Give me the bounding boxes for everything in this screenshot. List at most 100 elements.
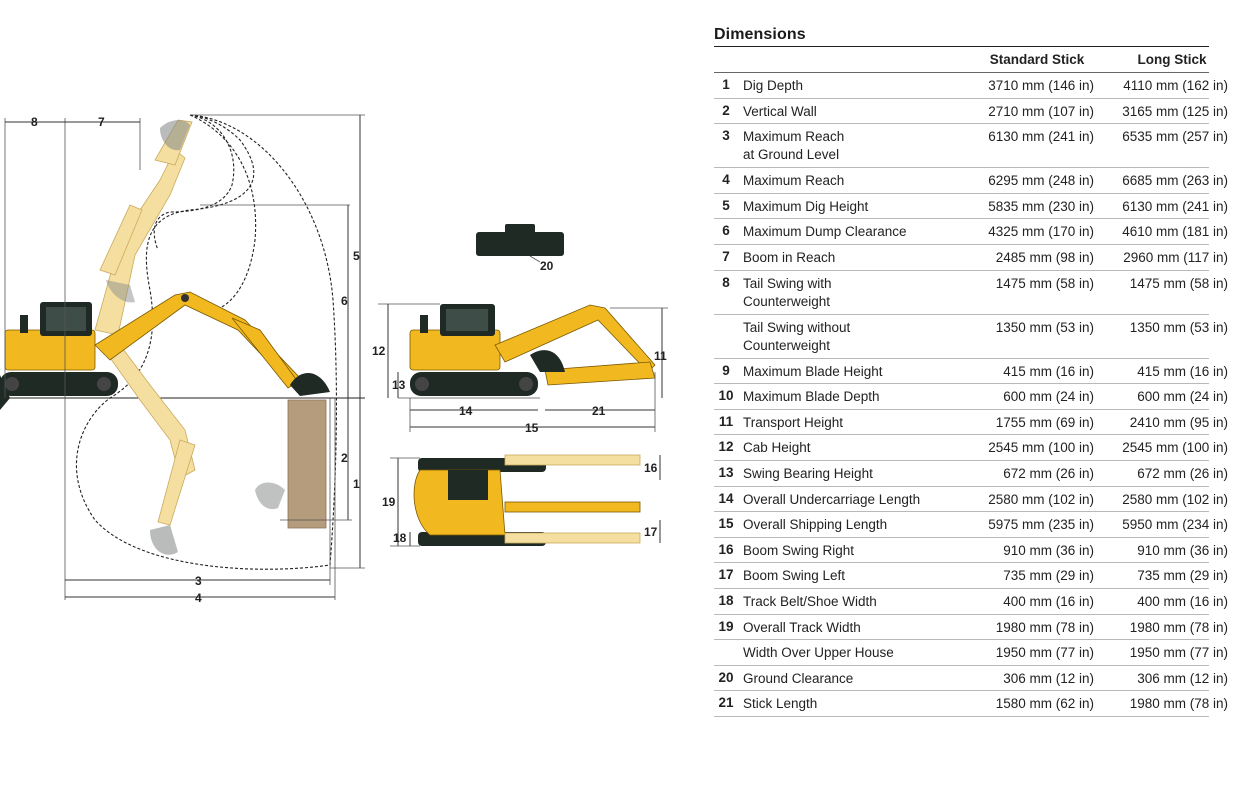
dim-label-13: 13 <box>392 378 406 392</box>
row-number: 3 <box>722 128 730 144</box>
row-standard-value: 306 mm (12 in) <box>1003 670 1094 686</box>
row-long-value: 1980 mm (78 in) <box>1129 696 1228 712</box>
row-label: Overall Undercarriage Length <box>743 491 921 507</box>
row-standard-value: 1950 mm (77 in) <box>995 645 1094 661</box>
dim-label-18: 18 <box>393 531 407 545</box>
row-label: Maximum Blade Height <box>743 363 883 379</box>
row-standard-value: 5835 mm (230 in) <box>988 198 1094 214</box>
row-standard-value: 400 mm (16 in) <box>1003 593 1094 609</box>
row-number: 5 <box>722 197 730 213</box>
row-standard-value: 1475 mm (58 in) <box>995 275 1094 291</box>
row-label: Overall Shipping Length <box>743 517 888 533</box>
row-label: Transport Height <box>743 414 844 430</box>
excavator-top-view <box>413 454 641 546</box>
excavator-side-view <box>0 291 330 410</box>
row-label: Ground Clearance <box>743 670 854 686</box>
row-long-value: 735 mm (29 in) <box>1137 568 1228 584</box>
row-standard-value: 910 mm (36 in) <box>1003 542 1094 558</box>
row-label: Maximum Reach <box>743 173 845 189</box>
row-long-value: 910 mm (36 in) <box>1137 542 1228 558</box>
row-number: 1 <box>722 77 730 92</box>
row-standard-value: 1980 mm (78 in) <box>995 619 1094 635</box>
excavator-transport-view <box>409 304 656 396</box>
header-long-stick: Long Stick <box>1137 52 1207 67</box>
dim-label-4: 4 <box>195 591 202 605</box>
row-standard-value: 1580 mm (62 in) <box>995 696 1094 712</box>
row-standard-value: 6295 mm (248 in) <box>988 173 1094 189</box>
row-standard-value: 1755 mm (69 in) <box>995 414 1094 430</box>
row-number: 12 <box>718 439 734 455</box>
transport-dimension-lines <box>378 303 668 432</box>
row-number <box>714 319 738 358</box>
row-long-value: 2545 mm (100 in) <box>1122 440 1228 456</box>
row-number: 9 <box>722 362 730 378</box>
row-standard-value: 5975 mm (235 in) <box>988 517 1094 533</box>
row-long-value: 1475 mm (58 in) <box>1129 275 1228 291</box>
row-label: Width Over Upper House <box>743 645 894 661</box>
row-long-value: 415 mm (16 in) <box>1137 363 1228 379</box>
row-number: 19 <box>718 618 734 634</box>
row-number: 13 <box>718 464 734 480</box>
row-long-value: 2580 mm (102 in) <box>1122 491 1228 507</box>
dim-label-2: 2 <box>341 451 348 465</box>
row-long-value: 1350 mm (53 in) <box>1129 319 1228 335</box>
reach-curve-inner <box>189 114 257 309</box>
dim-label-1: 1 <box>353 477 360 491</box>
soil-column <box>287 399 327 529</box>
row-number: 21 <box>718 695 734 711</box>
row-number: 2 <box>722 102 730 118</box>
row-long-value: 6685 mm (263 in) <box>1122 173 1228 189</box>
header-standard-stick: Standard Stick <box>989 52 1085 67</box>
table-title: Dimensions <box>714 24 1209 47</box>
row-long-value: 6535 mm (257 in) <box>1122 129 1228 145</box>
dimension-lines <box>4 114 365 600</box>
top-view-dimension-lines <box>390 455 661 547</box>
row-standard-value: 672 mm (26 in) <box>1003 465 1094 481</box>
row-standard-value: 6130 mm (241 in) <box>988 129 1094 145</box>
dump-curve <box>153 114 235 251</box>
table-row: 19 Overall Track Width 1980 mm (78 in) 1980… <box>714 615 1228 641</box>
dim-label-15: 15 <box>525 421 539 435</box>
dim-label-19: 19 <box>382 495 396 509</box>
row-long-value: 6130 mm (241 in) <box>1122 198 1228 214</box>
table-row: 9 Maximum Blade Height 415 mm (16 in) 415 m… <box>714 359 1228 385</box>
row-number: 10 <box>718 388 734 404</box>
dim-label-7: 7 <box>98 115 105 129</box>
row-long-value: 4610 mm (181 in) <box>1122 224 1228 240</box>
working-range-envelope <box>75 114 338 570</box>
row-standard-value: 415 mm (16 in) <box>1003 363 1094 379</box>
row-number <box>714 644 738 665</box>
row-standard-value: 2710 mm (107 in) <box>988 103 1094 119</box>
dim-label-17: 17 <box>644 525 658 539</box>
row-long-value: 5950 mm (234 in) <box>1122 517 1228 533</box>
dim-label-6: 6 <box>341 294 348 308</box>
dim-label-3: 3 <box>195 574 202 588</box>
row-label: Overall Track Width <box>743 619 861 635</box>
row-label: Boom Swing Right <box>743 542 855 558</box>
row-standard-value: 1350 mm (53 in) <box>995 319 1094 335</box>
dim-label-14: 14 <box>459 404 473 418</box>
row-standard-value: 735 mm (29 in) <box>1003 568 1094 584</box>
row-standard-value: 4325 mm (170 in) <box>988 224 1094 240</box>
ghost-arm-raised <box>94 119 193 336</box>
row-long-value: 4110 mm (162 in) <box>1123 78 1228 93</box>
row-number: 8 <box>722 274 730 290</box>
row-long-value: 1980 mm (78 in) <box>1129 619 1228 635</box>
table-header: Standard Stick Long Stick <box>714 47 1209 73</box>
